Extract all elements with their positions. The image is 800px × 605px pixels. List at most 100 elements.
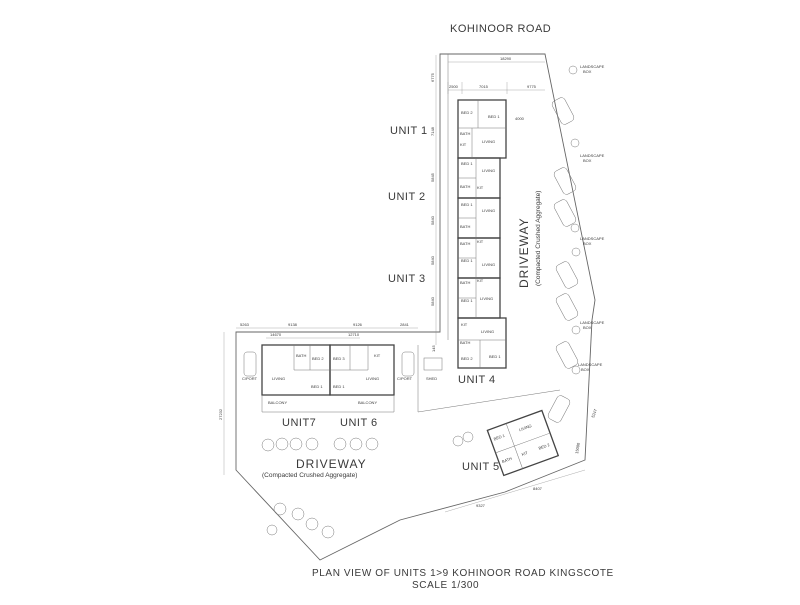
dim-left-5: 5840 <box>430 255 435 265</box>
room-bed1-u3a: BED 1 <box>461 258 473 263</box>
landscape-box-3-l1: LANDSCAPE <box>580 236 605 241</box>
room-bath-u3b: BATH <box>460 280 470 285</box>
left-dimensions: 6775 7148 5845 5840 5840 5840 <box>430 55 437 345</box>
room-living-u7: LIVING <box>272 376 285 381</box>
dim-left-6: 5840 <box>430 296 435 306</box>
room-bath-u3a: BATH <box>460 241 470 246</box>
room-bed2-u4: BED 2 <box>461 356 473 361</box>
landscape-box-2-l1: LANDSCAPE <box>580 153 605 158</box>
unit-3-label: UNIT 3 <box>388 273 426 285</box>
unit-5-block: BED 1 LIVING BATH KIT BED 2 <box>486 409 560 477</box>
plan-scale: SCALE 1/300 <box>412 580 479 591</box>
dim-low-d: 2841 <box>400 322 410 327</box>
room-bed1-u3b: BED 1 <box>461 298 473 303</box>
room-kit-u6: KIT <box>374 353 381 358</box>
units-6-7-block: BATH BED 2 BED 3 KIT LIVING BED 1 BED 1 … <box>242 344 443 413</box>
room-living-u1: LIVING <box>482 139 495 144</box>
dim-bottom-c: 5247 <box>590 408 598 419</box>
dim-low-c: 9126 <box>353 322 363 327</box>
room-kit-u2b: KIT <box>477 239 484 244</box>
room-bed2-u7: BED 2 <box>312 356 324 361</box>
landscape-box-3-l2: BOX <box>583 241 592 246</box>
dim-bottom-d: 15000 <box>574 442 581 455</box>
unit-7-label: UNIT7 <box>282 417 316 429</box>
room-living-u3a: LIVING <box>482 262 495 267</box>
room-bed1-u6: BED 1 <box>333 384 345 389</box>
room-bed3-u6: BED 3 <box>333 356 345 361</box>
plan-title: PLAN VIEW OF UNITS 1>9 KOHINOOR ROAD KIN… <box>312 568 614 579</box>
room-bath-u1: BATH <box>460 131 470 136</box>
room-shed: SHED <box>426 376 437 381</box>
room-kit-u1: KIT <box>460 142 467 147</box>
room-kit-u2a: KIT <box>477 185 484 190</box>
landscape-box-1-l2: BOX <box>583 69 592 74</box>
landscape-box-4-l2: BOX <box>583 325 592 330</box>
lower-dimensions: 5263 9138 9126 2841 14670 12710 145 2723… <box>218 322 436 475</box>
upper-units-block: BED 2 BED 1 BATH KIT LIVING BED 1 LIVING… <box>457 99 507 369</box>
room-kit-u5: KIT <box>521 450 529 457</box>
room-bed1-u2b: BED 1 <box>461 202 473 207</box>
room-living-u2b: LIVING <box>482 208 495 213</box>
dim-top-a: 2500 <box>449 84 459 89</box>
landscape-box-2-l2: BOX <box>583 158 592 163</box>
room-bed1-u4: BED 1 <box>489 354 501 359</box>
room-bed1-u5: BED 1 <box>493 433 506 442</box>
dim-left-2: 7148 <box>430 126 435 136</box>
room-bath-u2b: BATH <box>460 224 470 229</box>
dim-bottom-b: 8407 <box>533 486 543 491</box>
landscape-box-4-l1: LANDSCAPE <box>580 320 605 325</box>
driveway-horizontal-sub: (Compacted Crushed Aggregate) <box>262 472 357 479</box>
dim-side-left: 27232 <box>218 408 223 420</box>
road-name: KOHINOOR ROAD <box>450 23 551 35</box>
room-bath-u5: BATH <box>501 456 513 464</box>
room-living-u3b: LIVING <box>480 296 493 301</box>
dim-low-b: 9138 <box>288 322 298 327</box>
room-bath-u4: BATH <box>460 340 470 345</box>
dim-low-g: 145 <box>431 345 436 352</box>
boundary-inner-rail-2 <box>417 389 561 413</box>
room-bed2-u1: BED 2 <box>461 110 473 115</box>
room-living-u6: LIVING <box>366 376 379 381</box>
room-cport-right: C/PORT <box>397 376 413 381</box>
room-kit-u3a: KIT <box>477 278 484 283</box>
dim-top-b: 7015 <box>479 84 489 89</box>
room-bath-u7: BATH <box>296 353 306 358</box>
landscape-box-5-l1: LANDSCAPE <box>578 362 603 367</box>
room-bed1-u7: BED 1 <box>311 384 323 389</box>
unit-4-label: UNIT 4 <box>458 374 496 386</box>
room-living-u4: LIVING <box>481 329 494 334</box>
room-living-u2a: LIVING <box>482 168 495 173</box>
dim-low-a: 5263 <box>240 322 250 327</box>
dim-left-4: 5840 <box>430 215 435 225</box>
dim-right-setback: 4000 <box>515 116 525 121</box>
dim-bottom-a: 9327 <box>476 503 486 508</box>
driveway-horizontal-label: DRIVEWAY <box>296 457 367 471</box>
dim-left-1: 6775 <box>430 72 435 82</box>
room-balcony-u7: BALCONY <box>268 400 287 405</box>
unit-2-label: UNIT 2 <box>388 191 426 203</box>
unit-5-label: UNIT 5 <box>462 461 500 473</box>
dim-left-3: 5845 <box>430 172 435 182</box>
dim-top-overall: 18290 <box>500 56 512 61</box>
room-balcony-u6: BALCONY <box>358 400 377 405</box>
room-bed2-u5: BED 2 <box>538 442 551 451</box>
room-bath-u2a: BATH <box>460 184 470 189</box>
room-cport-left: C/PORT <box>242 376 258 381</box>
dim-low-e: 14670 <box>270 332 282 337</box>
trees <box>261 431 474 539</box>
dim-low-f: 12710 <box>348 332 360 337</box>
driveway-vertical-sub: (Compacted Crushed Aggregate) <box>535 191 542 286</box>
site-boundary <box>235 53 596 561</box>
room-bed1-u1: BED 1 <box>488 114 500 119</box>
landscape-box-5-l2: BOX <box>581 367 590 372</box>
top-dimensions: 18290 2500 7015 9775 4000 <box>447 56 545 121</box>
room-living-u5: LIVING <box>518 423 532 432</box>
driveway-vertical-label: DRIVEWAY <box>517 217 531 288</box>
right-parking-column: LANDSCAPE BOX LANDSCAPE BOX LANDSCAPE BO… <box>547 64 605 423</box>
dim-top-c: 9775 <box>527 84 537 89</box>
landscape-box-1-l1: LANDSCAPE <box>580 64 605 69</box>
unit-6-label: UNIT 6 <box>340 417 378 429</box>
bottom-dimensions: 9327 8407 5247 15000 <box>444 408 598 513</box>
